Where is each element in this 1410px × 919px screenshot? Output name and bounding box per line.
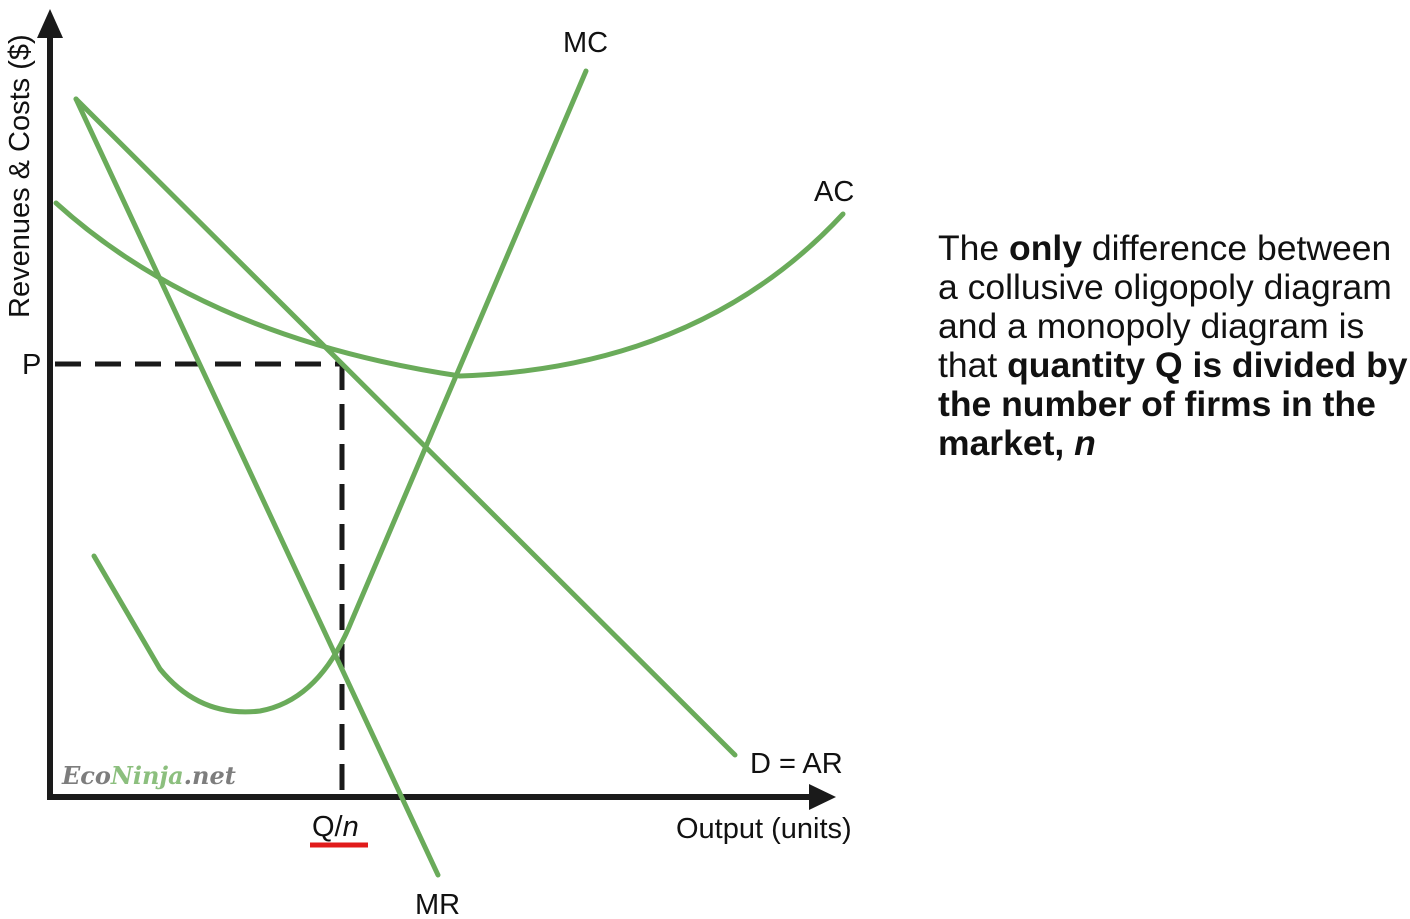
ac-curve xyxy=(53,200,846,379)
note-italic-n: n xyxy=(1074,423,1096,463)
x-axis-label: Output (units) xyxy=(676,813,852,845)
note-emphasis-quantity: quantity Q is divided by the number of f… xyxy=(938,345,1408,463)
y-axis-arrowhead xyxy=(37,9,63,38)
watermark-ninja: Ninja xyxy=(110,761,184,790)
watermark-net: .net xyxy=(184,761,236,790)
mc-curve xyxy=(91,68,589,715)
explanation-note: The only difference between a collusive … xyxy=(938,229,1408,463)
demand-curve xyxy=(73,96,738,758)
note-text-1: The xyxy=(938,228,1010,268)
mc-label: MC xyxy=(563,27,608,59)
note-text-2: difference between a collusive oligopoly… xyxy=(938,228,1392,385)
mr-curve xyxy=(73,96,441,878)
ac-label: AC xyxy=(814,176,854,208)
quantity-label-q: Q/ xyxy=(312,811,344,843)
note-emphasis-only: only xyxy=(1009,228,1083,268)
quantity-label: Q/n xyxy=(312,811,359,843)
watermark-eco: Eco xyxy=(61,761,111,790)
note-emphasis-n: n xyxy=(1074,423,1096,463)
x-axis-arrowhead xyxy=(809,784,836,810)
demand-label: D = AR xyxy=(750,748,843,780)
price-label: P xyxy=(22,349,41,381)
econinja-watermark: EcoNinja.net xyxy=(61,761,236,790)
mr-label: MR xyxy=(415,889,460,919)
y-axis-label: Revenues & Costs ($) xyxy=(4,34,36,318)
quantity-label-n: n xyxy=(343,811,359,843)
